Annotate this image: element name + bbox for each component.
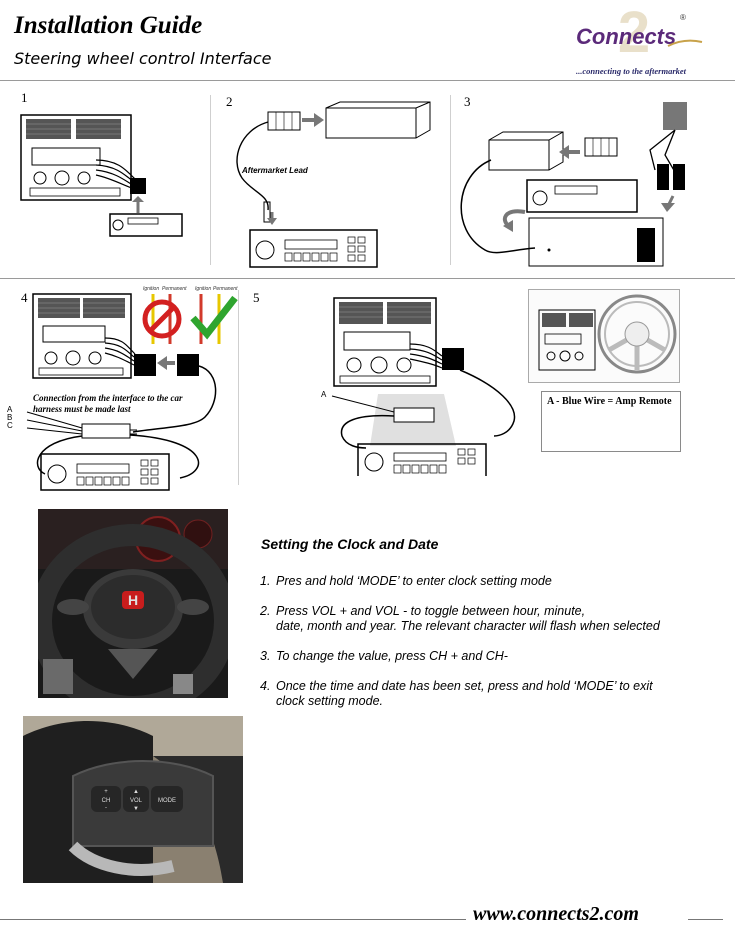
step-4-number: 4 — [21, 290, 28, 305]
list-item: 4.Once the time and date has been set, p… — [260, 679, 653, 708]
logo-tagline: ...connecting to the aftermarket — [576, 66, 687, 76]
step-6-diagram — [528, 289, 680, 383]
steering-controls-photo: CH VOL MODE + - ▲ ▼ — [23, 716, 243, 883]
wire-labels: A B C — [7, 406, 13, 430]
divider — [210, 95, 211, 265]
svg-text:H: H — [128, 592, 138, 608]
wire-label-a: A — [7, 405, 13, 414]
svg-text:Permanent: Permanent — [162, 286, 187, 292]
footer-website-link[interactable]: www.connects2.com — [473, 903, 639, 925]
svg-text:Ignition: Ignition — [143, 286, 159, 292]
list-item: 3.To change the value, press CH + and CH… — [260, 649, 508, 663]
svg-text:▲: ▲ — [133, 789, 139, 795]
clock-steps-list: 1.Pres and hold ‘MODE’ to enter clock se… — [260, 574, 680, 724]
step-5-wire-label: A — [321, 390, 327, 399]
step-5-number: 5 — [253, 290, 260, 305]
page-subtitle: Steering wheel control Interface — [14, 49, 272, 68]
step-5-diagram — [318, 296, 528, 481]
legend-box — [541, 391, 681, 452]
svg-text:▼: ▼ — [133, 806, 139, 812]
divider — [238, 290, 239, 485]
svg-text:Aftermarket Lead: Aftermarket Lead — [241, 166, 309, 175]
svg-text:VOL: VOL — [130, 798, 143, 804]
connects2-logo: 2 Connects ® — [572, 0, 707, 66]
svg-text:2: 2 — [618, 8, 650, 65]
step-1-diagram — [18, 110, 208, 245]
clock-section-title: Setting the Clock and Date — [261, 536, 439, 552]
legend-text: A - Blue Wire = Amp Remote — [547, 396, 672, 407]
svg-text:MODE: MODE — [158, 798, 176, 804]
step-2-number: 2 — [226, 94, 233, 109]
list-item: 2.Press VOL + and VOL - to toggle betwee… — [260, 604, 660, 633]
footer-rule-right — [688, 919, 723, 920]
step-4-diagram: Ignition Permanent Ignition Permanent — [5, 282, 240, 497]
step-2-diagram: Aftermarket Lead — [230, 100, 445, 275]
list-item: 1.Pres and hold ‘MODE’ to enter clock se… — [260, 574, 552, 588]
svg-text:Connects: Connects — [576, 24, 676, 49]
wire-label-c: C — [7, 421, 13, 430]
svg-text:Ignition: Ignition — [195, 286, 211, 292]
footer-rule-left — [0, 919, 466, 920]
svg-text:-: - — [105, 805, 107, 811]
divider — [450, 95, 451, 265]
step-1-number: 1 — [21, 90, 28, 105]
page-title: Installation Guide — [14, 12, 203, 39]
wire-label-b: B — [7, 413, 13, 422]
step-3-diagram — [455, 100, 695, 275]
header-divider — [0, 80, 735, 81]
step-3-number: 3 — [464, 94, 471, 109]
section-divider — [0, 278, 735, 279]
svg-text:+: + — [104, 789, 108, 795]
step-4-note: Connection from the interface to the car… — [33, 393, 183, 414]
steering-wheel-photo: H — [38, 509, 228, 698]
svg-text:®: ® — [680, 13, 686, 22]
svg-text:CH: CH — [102, 798, 111, 804]
svg-text:Permanent: Permanent — [213, 286, 238, 292]
